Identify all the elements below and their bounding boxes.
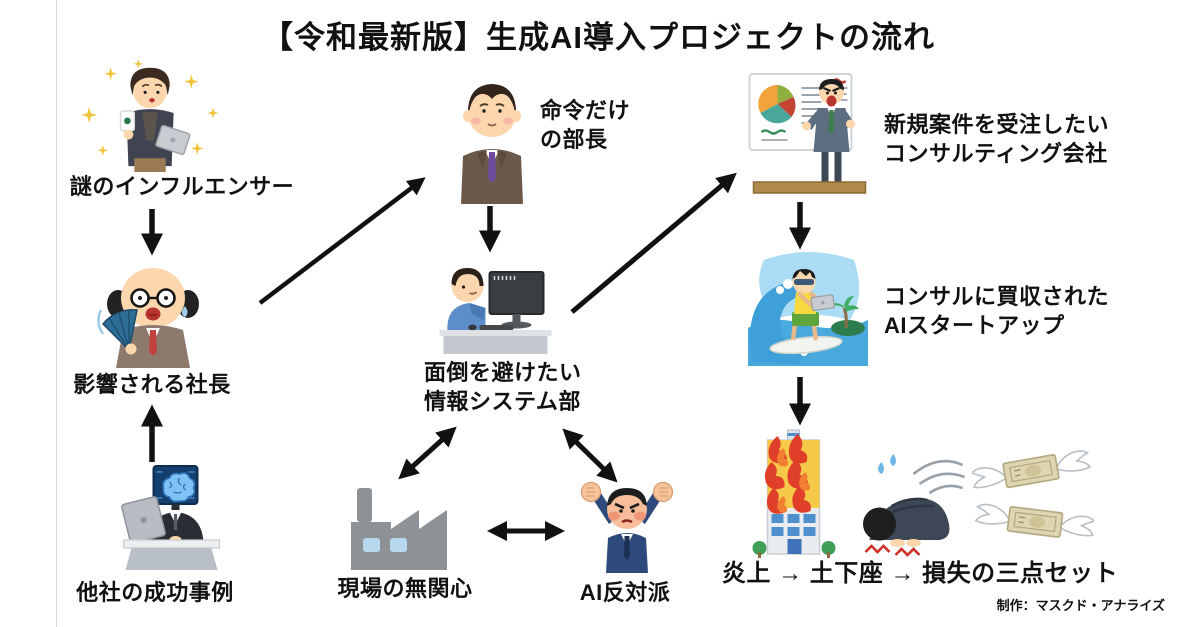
presenter-with-pie-chart-icon	[748, 73, 867, 194]
left-border-line	[56, 0, 57, 627]
startup-label: コンサルに買収された AIスタートアップ	[884, 284, 1110, 339]
startup-figure	[740, 248, 874, 372]
opposition-label: AI反対派	[579, 580, 671, 605]
manager-label: 命令だけ の部長	[540, 98, 631, 153]
influencer-label: 謎のインフルエンサー	[69, 174, 295, 199]
success-cases-figure	[88, 462, 236, 574]
dogeza-apology-icon	[863, 454, 965, 557]
engineer-at-computer-icon	[439, 268, 552, 354]
consulting-figure	[746, 64, 874, 196]
credit-text: 制作：マスクド・アナライズ	[996, 598, 1165, 613]
factory-icon	[351, 488, 447, 570]
factory-label: 現場の無関心	[337, 576, 473, 601]
bald-president-with-folding-fan-icon	[97, 268, 199, 368]
opposition-figure	[576, 476, 678, 574]
winged-money-figure	[972, 442, 1094, 550]
arrow-it-dept-and-factory	[398, 426, 457, 480]
consulting-label: 新規案件を受注したい コンサルティング会社	[884, 112, 1110, 167]
president-figure	[92, 256, 214, 368]
diagram-title: 【令和最新版】生成AI導入プロジェクトの流れ	[262, 20, 935, 55]
manager-figure	[446, 76, 538, 204]
burning-building-figure	[750, 426, 838, 568]
middle-aged-manager-icon	[461, 84, 523, 204]
arrow-it-dept-to-consulting	[570, 172, 737, 314]
sparkling-influencer-with-coffee-and-laptop-icon	[81, 59, 219, 173]
it-dept-figure	[425, 256, 560, 356]
surfer-with-laptop-icon	[748, 252, 868, 366]
ai-brain-working-at-desk-icon	[121, 465, 221, 570]
influencer-figure	[72, 56, 232, 174]
success-cases-label: 他社の成功事例	[76, 580, 234, 605]
winged-money-icon	[972, 450, 1094, 538]
outcome-label: 炎上 → 土下座 → 損失の三点セット	[721, 560, 1119, 587]
angry-man-raising-fists-icon	[580, 481, 674, 573]
burning-building-icon	[752, 429, 836, 558]
president-label: 影響される社長	[73, 372, 231, 397]
arrow-it-dept-and-opposition	[562, 428, 618, 483]
factory-figure	[342, 482, 454, 574]
it-dept-label: 面倒を避けたい 情報システム部	[424, 360, 582, 415]
dogeza-figure	[842, 448, 970, 566]
